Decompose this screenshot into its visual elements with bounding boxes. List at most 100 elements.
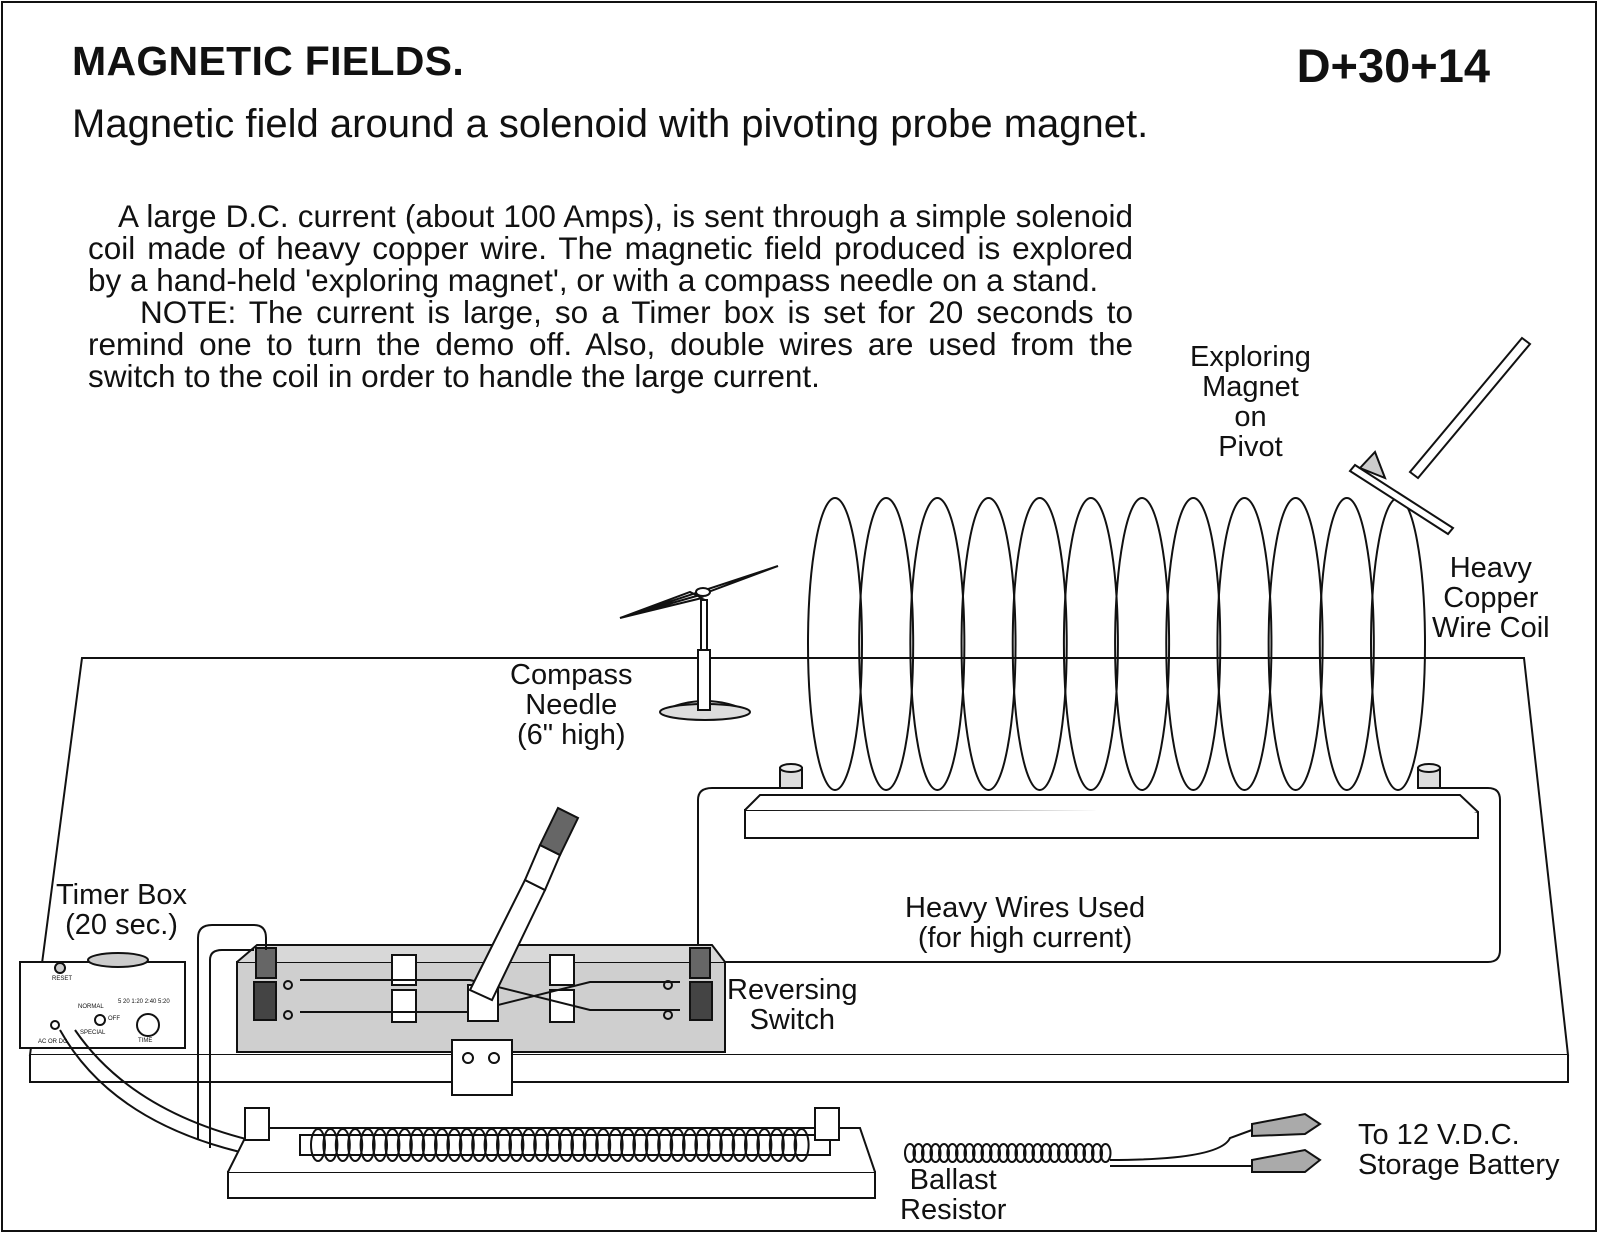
heavy-wire-upper [697,787,780,946]
cable-braid-turn [1074,1143,1086,1163]
battery-cable [904,1143,1112,1163]
timer-time-label: TIME [138,1038,152,1044]
ballast-turn [682,1128,698,1162]
ballast-turn [396,1128,413,1162]
label-compass-needle: Compass Needle (6" high) [510,659,633,751]
coil-turn [1318,497,1375,791]
cable-braid-turn [921,1143,933,1163]
timer-to-switch-wire [197,924,267,1140]
ballast-turn [483,1128,500,1162]
battery-clip-upper [1251,1112,1322,1138]
cable-braid-turn [938,1143,950,1163]
coil-turn [1165,497,1222,791]
page-subtitle: Magnetic field around a solenoid with pi… [72,102,1149,146]
timer-normal-label: NORMAL [78,1004,104,1010]
demo-code: D+30+14 [1296,39,1490,92]
ballast-turn [409,1128,426,1162]
ballast-turn [471,1128,488,1162]
ballast-turn [496,1128,512,1162]
ballast-turn [694,1128,711,1162]
coil-turn [960,497,1017,791]
coil-terminal-left [779,763,803,789]
ballast-turn [620,1128,636,1162]
ballast-turn [744,1128,760,1162]
description-paragraph-1: A large D.C. current (about 100 Amps), i… [88,198,1133,298]
cable-braid-turn [912,1143,925,1163]
coil-terminal-right [1417,763,1441,789]
cable-braid-turn [904,1143,916,1163]
coil-turn [1062,497,1119,791]
label-battery: To 12 V.D.C. Storage Battery [1358,1119,1560,1181]
ballast-turn [706,1128,723,1162]
cable-braid-turn [1023,1143,1035,1163]
cable-braid-turn [1048,1143,1061,1163]
timer-panel-text: RESET NORMAL OFF SPECIAL TIME AC OR DC 5… [38,976,170,1045]
label-heavy-wires: Heavy Wires Used (for high current) [905,892,1146,954]
coil-turn [1267,497,1324,791]
cable-braid-turn [997,1143,1010,1163]
ballast-turn [558,1128,574,1162]
page-title: MAGNETIC FIELDS. [72,38,465,84]
ballast-turn [781,1128,798,1162]
coil-turn [858,497,915,791]
coil-turn [1114,497,1171,791]
ballast-turn [310,1128,326,1162]
cable-braid-turn [929,1143,942,1163]
ballast-turn [756,1128,773,1162]
ballast-turn [334,1128,351,1162]
coil-turn [1011,497,1068,791]
label-copper-coil: Heavy Copper Wire Coil [1432,552,1550,644]
exploring-magnet [1348,336,1532,536]
timer-power-cord [59,1029,241,1153]
coil-turn [909,497,966,791]
cable-braid-turn [1031,1143,1044,1163]
reversing-switch [236,806,726,1096]
ballast-turn [657,1128,674,1162]
cable-braid-turn [1006,1143,1018,1163]
timer-dial-marks: 5 20 1:20 2:40 5:20 [118,999,170,1005]
cable-braid-turn [972,1143,984,1163]
ballast-turn [384,1128,401,1162]
ballast-turn [372,1128,388,1162]
ballast-turn [644,1128,661,1162]
ballast-turn [533,1128,550,1162]
timer-to-switch-wire-2 [209,949,254,1148]
ballast-turn [434,1128,450,1162]
coil-turn [807,497,863,791]
ballast-turn [570,1128,587,1162]
cable-braid-turn [1014,1143,1027,1163]
timer-power-cord-2 [74,1029,251,1141]
cable-braid-turn [980,1143,993,1163]
label-ballast-resistor: Ballast Resistor [900,1164,1007,1226]
ballast-turn [347,1128,364,1162]
cable-braid-turn [1065,1143,1078,1163]
cable-braid-turn [1040,1143,1052,1163]
label-timer-box: Timer Box (20 sec.) [56,879,188,941]
ballast-turn [359,1128,376,1162]
compass-needle-stand [659,599,751,721]
cable-braid-turn [1082,1143,1095,1163]
ballast-turn [607,1128,624,1162]
cable-braid-turn [1091,1143,1103,1163]
coil-base-board [744,794,1479,839]
timer-off-label: OFF [108,1016,120,1022]
cable-braid-turn [946,1143,959,1163]
ballast-turn [545,1128,562,1162]
label-exploring-magnet: Exploring Magnet on Pivot [1190,341,1311,463]
timer-acdc-label: AC OR DC [38,1039,68,1045]
ballast-turn [669,1128,686,1162]
timer-reset-label: RESET [52,976,72,982]
table-edge [29,1055,1569,1083]
ballast-turn [793,1128,810,1162]
ballast-turn [768,1128,785,1162]
ballast-turn [719,1128,736,1162]
cable-braid-turn [1099,1143,1112,1163]
cable-braid-turn [963,1143,976,1163]
coil-turn [1216,497,1273,791]
heavy-copper-wire-coil [807,497,1426,791]
battery-clip-lower [1251,1148,1322,1173]
description-note: NOTE: The current is large, so a Timer b… [88,294,1133,394]
ballast-turn [421,1128,438,1162]
cable-braid-turn [989,1143,1001,1163]
